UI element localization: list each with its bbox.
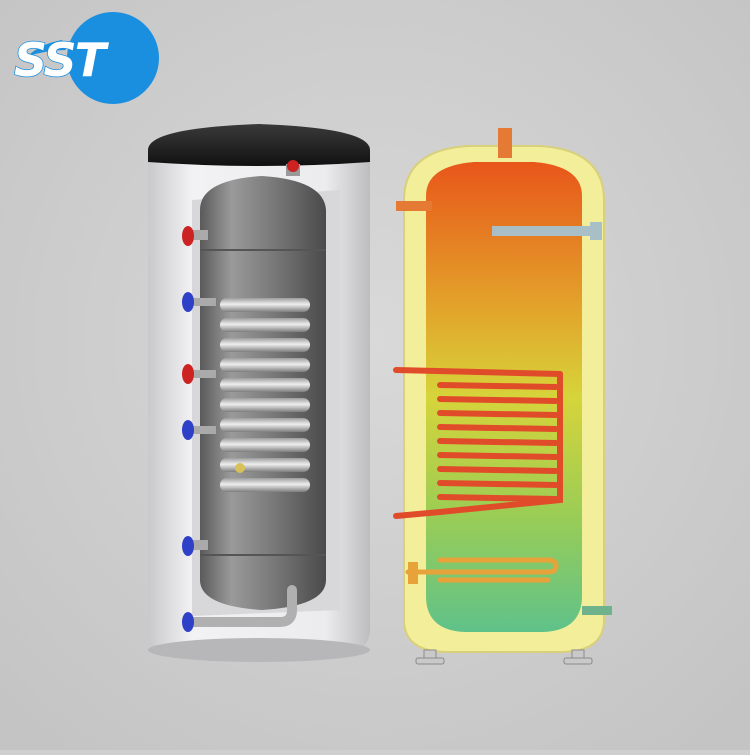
tank-cutaway-illustration [148, 124, 370, 662]
tank-schematic-illustration [393, 128, 612, 665]
drain-outlet [582, 606, 612, 615]
tank-cap [148, 124, 370, 166]
drain-port [182, 612, 194, 632]
logo-swoosh [28, 40, 66, 56]
hot-water-outlet [396, 201, 432, 211]
tank-feet [415, 649, 593, 665]
cold-port-3 [182, 536, 194, 556]
heating-coil-icon [393, 367, 563, 519]
logo-circle [67, 12, 159, 104]
water-volume [426, 162, 582, 632]
logo-text: SST [14, 33, 110, 87]
drain-pipe [185, 585, 297, 627]
cold-port-1 [182, 292, 194, 312]
brand-logo: SST [13, 12, 159, 104]
inner-tank [200, 176, 326, 610]
top-port-cap [287, 160, 299, 172]
tank-base [148, 638, 370, 662]
top-outlet [498, 128, 512, 158]
sensor-cap [590, 222, 602, 240]
electric-heater-icon [405, 557, 559, 584]
cold-port-2 [182, 420, 194, 440]
hot-port-1 [182, 226, 194, 246]
heating-coil-icon [220, 298, 310, 492]
hot-port-2 [182, 364, 194, 384]
side-ports [182, 226, 297, 632]
sensor-rod [492, 226, 598, 236]
